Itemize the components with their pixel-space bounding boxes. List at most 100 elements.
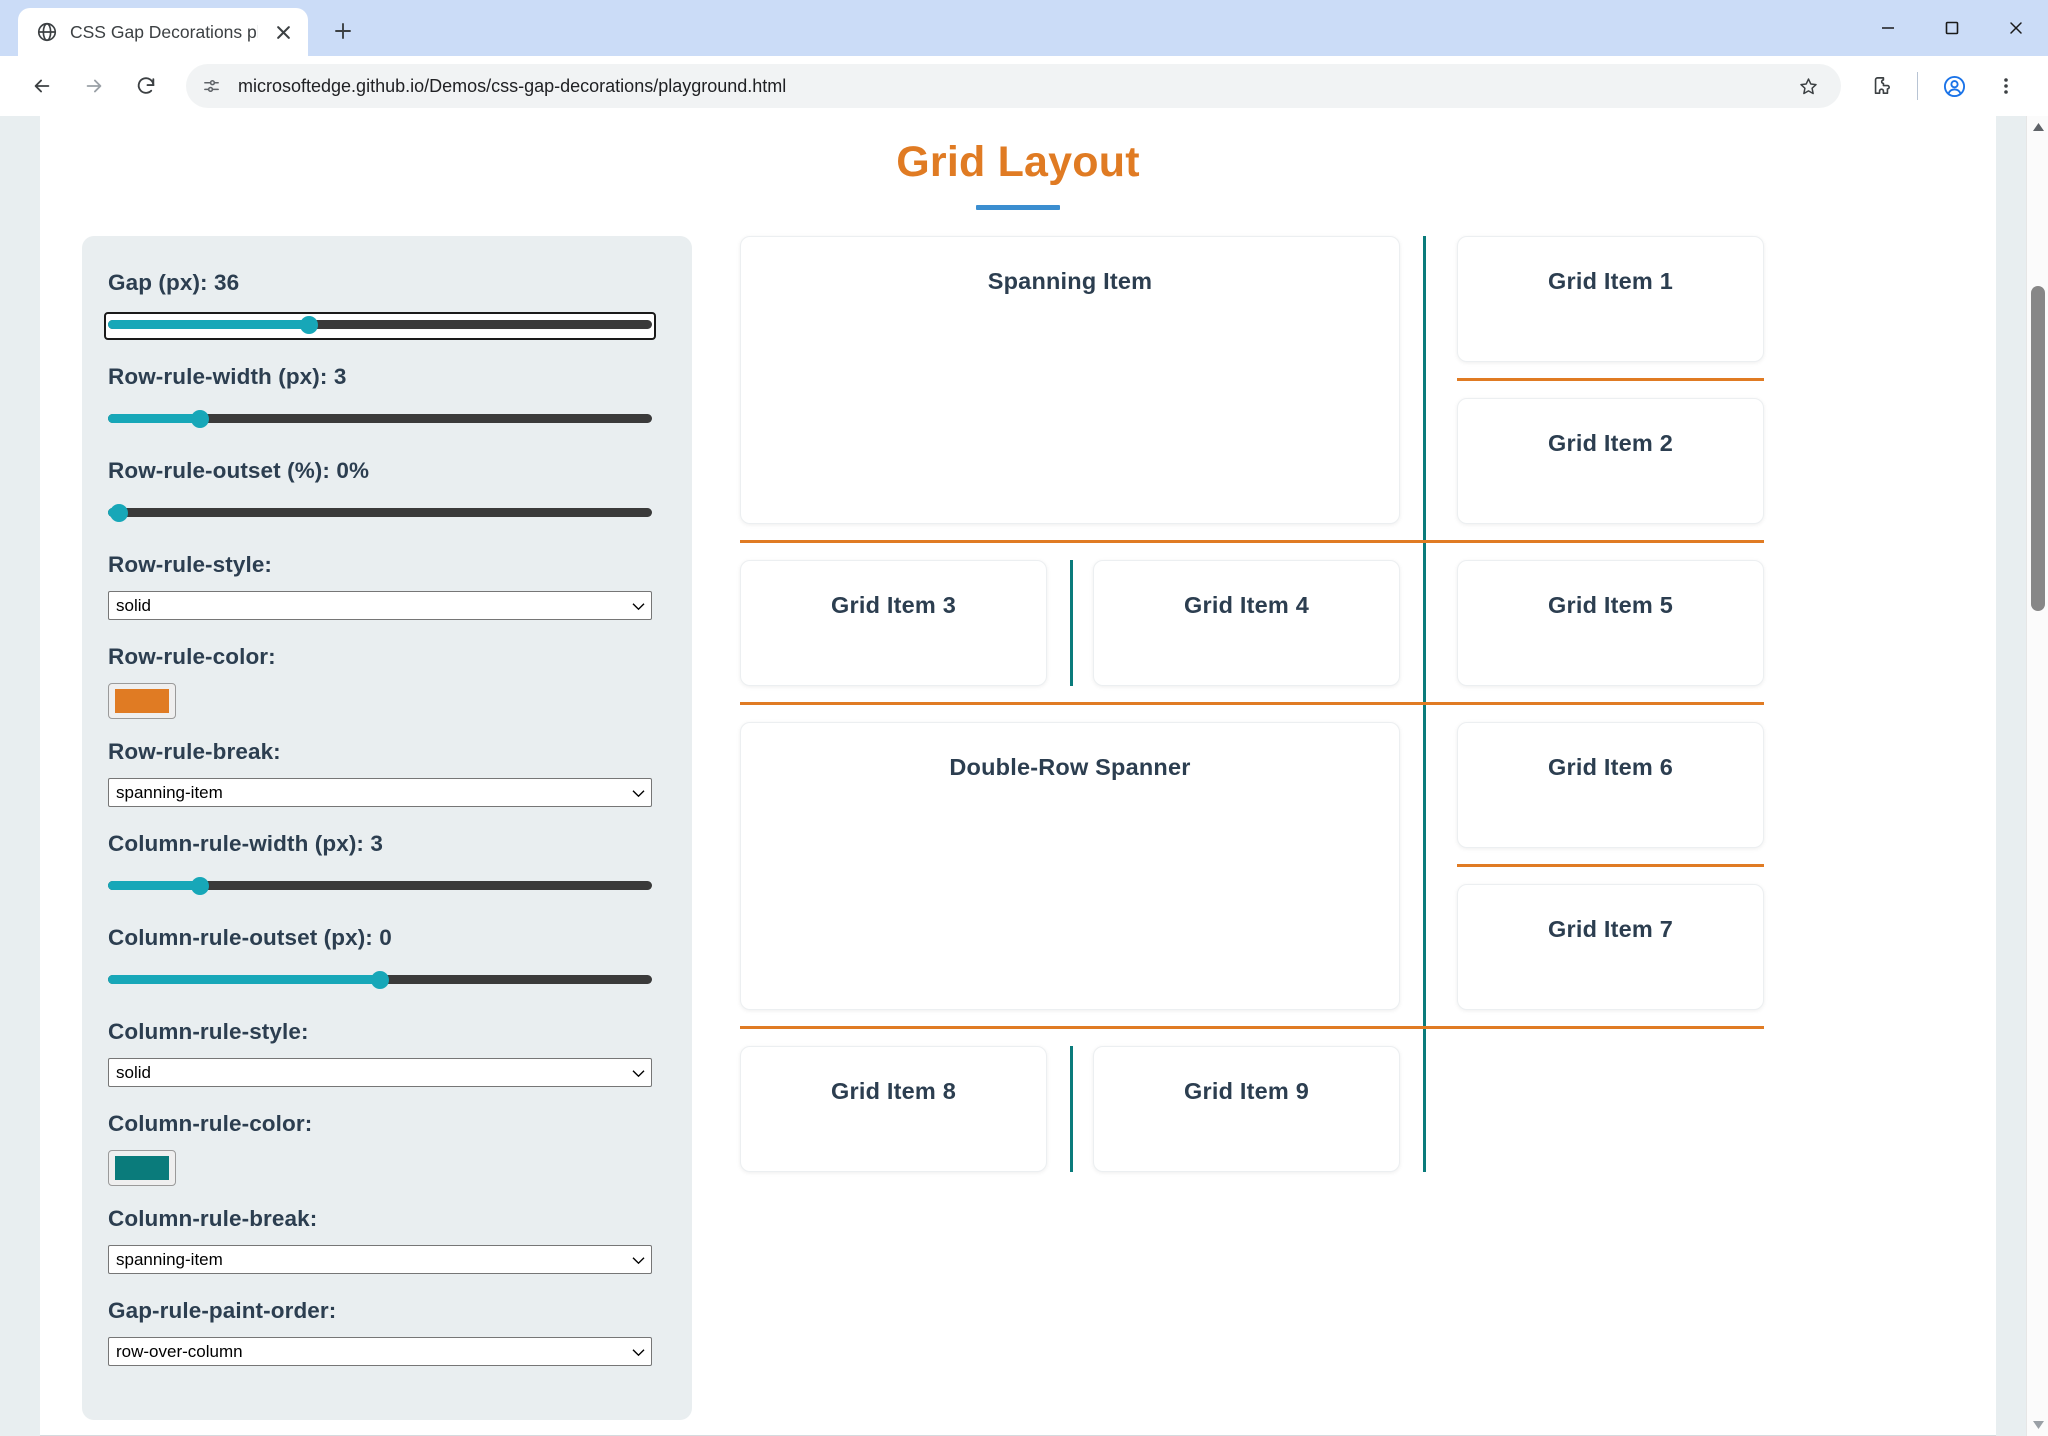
row-rule [740,1026,1764,1029]
grid-cell: Grid Item 9 [1093,1046,1400,1172]
grid-cell: Spanning Item [740,236,1400,524]
slider-fill [108,975,380,984]
grid-cell-label: Grid Item 1 [1548,268,1673,294]
control-group-column-rule-style: Column-rule-style: solid [108,1019,652,1087]
scroll-down-arrow-icon[interactable] [2027,1414,2048,1436]
row-rule-break-select[interactable]: spanning-item [108,778,652,807]
row-rule-width-slider[interactable] [108,403,652,433]
column-rule-color-picker[interactable] [108,1150,176,1186]
slider-track [108,508,652,517]
gap-slider[interactable] [104,309,656,340]
control-group-row-rule-color: Row-rule-color: [108,644,652,719]
slider-track [108,320,652,329]
color-swatch [115,1156,169,1180]
select-value: spanning-item [116,1249,223,1269]
gap-rule-paint-order-label: Gap-rule-paint-order: [108,1298,337,1323]
column-rule [1070,560,1073,686]
grid-cell-label: Double-Row Spanner [949,754,1191,780]
star-icon[interactable] [1789,67,1827,105]
close-icon[interactable] [1984,0,2048,56]
row-rule [740,540,1764,543]
column-rule-width-slider[interactable] [108,870,652,900]
row-rule-style-select[interactable]: solid [108,591,652,620]
gap-label: Gap (px): 36 [108,270,240,295]
slider-fill [108,414,201,423]
grid-cell: Grid Item 3 [740,560,1047,686]
reload-icon[interactable] [122,62,170,110]
chevron-down-icon [632,1342,645,1362]
slider-thumb[interactable] [371,971,389,989]
row-rule-color-picker[interactable] [108,683,176,719]
column-rule-color-label: Column-rule-color: [108,1111,313,1136]
slider-thumb[interactable] [191,877,210,895]
scroll-up-arrow-icon[interactable] [2027,116,2048,138]
column-rule-break-select[interactable]: spanning-item [108,1245,652,1274]
back-arrow-icon[interactable] [18,62,66,110]
control-group-gap: Gap (px): 36 [104,270,656,340]
grid-cell: Grid Item 4 [1093,560,1400,686]
forward-arrow-icon[interactable] [70,62,118,110]
address-bar[interactable]: microsoftedge.github.io/Demos/css-gap-de… [186,64,1841,108]
tab-title: CSS Gap Decorations playground [70,21,258,42]
window-controls [1856,0,2048,56]
grid-cell: Grid Item 7 [1457,884,1764,1010]
profile-avatar-icon[interactable] [1930,62,1978,110]
slider-thumb[interactable] [109,504,128,522]
row-rule [740,702,1764,705]
puzzle-piece-icon[interactable] [1857,62,1905,110]
grid-cell: Grid Item 1 [1457,236,1764,362]
title-underline [976,205,1060,210]
row-rule-outset-slider[interactable] [108,497,652,527]
page-margin-right [1996,116,2048,1436]
control-group-row-rule-break: Row-rule-break: spanning-item [108,739,652,807]
site-settings-icon[interactable] [194,69,228,103]
row-rule [1457,864,1764,867]
column-rule [1070,1046,1073,1172]
grid-cell-label: Grid Item 8 [831,1078,956,1104]
minimize-icon[interactable] [1856,0,1920,56]
three-dot-menu-icon[interactable] [1982,62,2030,110]
control-group-gap-rule-paint-order: Gap-rule-paint-order: row-over-column [108,1298,652,1366]
grid-cell-label: Grid Item 6 [1548,754,1673,780]
browser-tab[interactable]: CSS Gap Decorations playground [18,8,308,56]
url-text: microsoftedge.github.io/Demos/css-gap-de… [238,75,787,96]
chevron-down-icon [632,1063,645,1083]
column-rule-width-label: Column-rule-width (px): 3 [108,831,383,856]
slider-track [108,881,652,890]
browser-toolbar: microsoftedge.github.io/Demos/css-gap-de… [0,56,2048,116]
column-rule-style-label: Column-rule-style: [108,1019,309,1044]
control-group-column-rule-break: Column-rule-break:spanning-item [108,1206,652,1274]
select-value: spanning-item [116,782,223,802]
column-rule-outset-slider[interactable] [108,964,652,994]
gap-rule-paint-order-select[interactable]: row-over-column [108,1337,652,1366]
grid-cell: Grid Item 6 [1457,722,1764,848]
new-tab-button[interactable] [320,8,366,54]
slider-fill [108,881,201,890]
scrollbar-thumb[interactable] [2031,286,2045,611]
controls-panel: Gap (px): 36 Row-rule-width (px): 3 Row-ru… [82,236,692,1420]
control-group-column-rule-outset: Column-rule-outset (px): 0 [108,925,652,994]
slider-thumb[interactable] [191,410,210,428]
maximize-icon[interactable] [1920,0,1984,56]
row-rule-width-label: Row-rule-width (px): 3 [108,364,347,389]
row-rule-break-label: Row-rule-break: [108,739,281,764]
grid-cell-label: Grid Item 4 [1184,592,1309,618]
grid-cell-label: Grid Item 7 [1548,916,1673,942]
column-rule-style-select[interactable]: solid [108,1058,652,1087]
color-swatch [115,689,169,713]
slider-thumb[interactable] [300,316,319,334]
close-icon[interactable] [270,19,296,45]
grid-cell: Double-Row Spanner [740,722,1400,1010]
grid-cell: Grid Item 5 [1457,560,1764,686]
page-margin-left [0,116,40,1436]
row-rule-outset-label: Row-rule-outset (%): 0% [108,458,370,483]
vertical-scrollbar[interactable] [2026,116,2048,1436]
toolbar-divider [1917,72,1918,100]
playground-layout: Gap (px): 36 Row-rule-width (px): 3 Row-ru… [40,210,1996,1420]
control-group-row-rule-width: Row-rule-width (px): 3 [108,364,652,433]
grid-cell: Grid Item 8 [740,1046,1047,1172]
